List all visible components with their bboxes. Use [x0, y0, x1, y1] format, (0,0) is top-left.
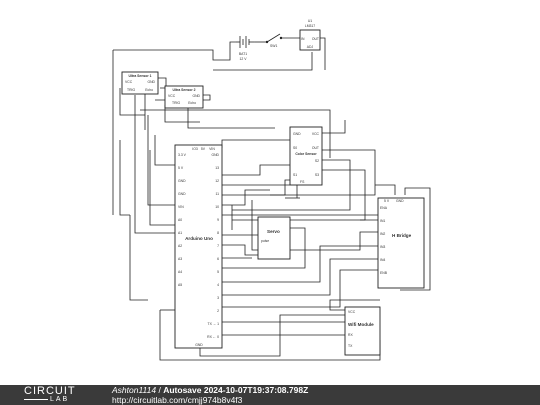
- arduino-pin-rx: RX ← 0: [207, 335, 219, 339]
- wifi-pin-vcc: VCC: [348, 310, 356, 314]
- hbridge-pin-in4: IN4: [380, 258, 385, 262]
- arduino-pin-2: 2: [217, 309, 219, 313]
- arduino-uno[interactable]: Arduino Uno IO3 5V VIN 3.3 V 5 V GND GND…: [174, 144, 223, 349]
- circuit-title-line: Ashton1114 / Autosave 2024-10-07T19:37:0…: [112, 385, 309, 396]
- circuit-info: Ashton1114 / Autosave 2024-10-07T19:37:0…: [112, 385, 309, 405]
- color-pin-s1: S1: [293, 173, 297, 177]
- ultra2-pin-trig: TRIG: [172, 101, 180, 105]
- arduino-pin-12: 12: [215, 179, 219, 183]
- color-pin-vcc: VCC: [312, 132, 320, 136]
- hbridge-title: H Bridge: [392, 233, 412, 238]
- arduino-title: Arduino Uno: [185, 236, 213, 241]
- hbridge-pin-gnd: GND: [396, 199, 404, 203]
- arduino-pin-13: 13: [215, 166, 219, 170]
- arduino-pin-11: 11: [215, 192, 219, 196]
- battery-value: 12 V: [240, 57, 248, 61]
- regulator-pin-in: IN: [301, 37, 305, 41]
- switch-sw1[interactable]: SW1: [265, 33, 283, 48]
- hbridge-pin-in2: IN2: [380, 232, 385, 236]
- arduino-pin-3v3: 3.3 V: [178, 153, 187, 157]
- ultra2-pin-vcc: VCC: [168, 94, 176, 98]
- servo-pin-pulse: pulse: [261, 239, 269, 243]
- color-pin-fs: FS: [300, 180, 305, 184]
- ultra1-title: Ultra Sensor 1: [129, 74, 152, 78]
- servo-title: Servo: [267, 229, 280, 234]
- ultra2-pin-gnd: GND: [192, 94, 200, 98]
- arduino-pin-3: 3: [217, 296, 219, 300]
- arduino-pin-gnd-bottom: GND: [195, 343, 203, 347]
- color-title: Color Sensor: [295, 152, 317, 156]
- arduino-pin-tx: TX → 1: [208, 322, 220, 326]
- color-pin-out: OUT: [312, 146, 319, 150]
- regulator-u1[interactable]: U1 LM317 IN OUT ADJ: [299, 19, 321, 51]
- ultra2-title: Ultra Sensor 2: [173, 88, 196, 92]
- ultra1-pin-trig: TRIG: [127, 88, 135, 92]
- ultra1-pin-gnd: GND: [147, 80, 155, 84]
- arduino-pin-a5: A5: [178, 283, 182, 287]
- arduino-pin-a4: A4: [178, 270, 182, 274]
- logo-text-top: CIRCUIT: [24, 385, 76, 397]
- hbridge-pin-in1: IN1: [380, 219, 385, 223]
- ultra1-pin-vcc: VCC: [125, 80, 133, 84]
- arduino-pin-4: 4: [217, 283, 219, 287]
- footer-bar: CIRCUIT LAB Ashton1114 / Autosave 2024-1…: [0, 385, 540, 405]
- regulator-ref: U1: [308, 19, 312, 23]
- battery-ref: BAT1: [239, 52, 247, 56]
- servo[interactable]: Servo pulse: [257, 216, 291, 260]
- arduino-left-pins: 3.3 V 5 V GND GND VIN A0 A1 A2 A3 A4 A5: [178, 153, 187, 287]
- color-sensor[interactable]: Color Sensor GND S0 S1 VCC OUT S2 S3 FS: [289, 126, 323, 186]
- wifi-module[interactable]: Wifi Module VCC RX TX: [344, 306, 381, 356]
- h-bridge[interactable]: H Bridge 5 V GND ENA IN1 IN2 IN3 IN4 ENB: [377, 197, 425, 289]
- arduino-pin-a1: A1: [178, 231, 182, 235]
- arduino-pin-7: 7: [217, 244, 219, 248]
- arduino-pin-a2: A2: [178, 244, 182, 248]
- circuit-url[interactable]: http://circuitlab.com/cmjj974b8v4f3: [112, 394, 243, 405]
- ultra-sensor-2[interactable]: Ultra Sensor 2 VCC GND TRIG Echo: [164, 85, 204, 109]
- logo-divider: [24, 399, 48, 400]
- arduino-pin-5: 5: [217, 270, 219, 274]
- arduino-pin-a3: A3: [178, 257, 182, 261]
- arduino-pin-gnd-r: GND: [211, 153, 219, 157]
- arduino-pin-8: 8: [217, 231, 219, 235]
- circuitlab-logo[interactable]: CIRCUIT LAB: [24, 386, 96, 404]
- regulator-pin-out: OUT: [312, 37, 319, 41]
- wifi-pin-rx: RX: [348, 333, 353, 337]
- regulator-pin-adj: ADJ: [307, 45, 314, 49]
- arduino-pin-vin: VIN: [178, 205, 184, 209]
- schematic-canvas: U1 LM317 IN OUT ADJ SW1 BAT1 12 V Ultra …: [112, 19, 431, 361]
- arduino-pin-vin-top: VIN: [209, 147, 215, 151]
- hbridge-pin-enb: ENB: [380, 271, 388, 275]
- arduino-pin-5v-top: 5V: [201, 147, 206, 151]
- arduino-pin-a0: A0: [178, 218, 182, 222]
- logo-text-bottom: LAB: [50, 396, 70, 403]
- wires: [112, 37, 431, 361]
- hbridge-pin-5v: 5 V: [384, 199, 390, 203]
- arduino-pin-5v: 5 V: [178, 166, 184, 170]
- wifi-title: Wifi Module: [348, 322, 374, 327]
- hbridge-pin-ena: ENA: [380, 206, 388, 210]
- author-link[interactable]: Ashton1114: [112, 385, 157, 395]
- color-pin-s2: S2: [315, 159, 319, 163]
- arduino-pin-gnd2: GND: [178, 192, 186, 196]
- color-pin-s0: S0: [293, 146, 297, 150]
- arduino-pin-gnd1: GND: [178, 179, 186, 183]
- regulator-name: LM317: [305, 24, 315, 28]
- title-separator: /: [156, 385, 164, 395]
- ultra1-pin-echo: Echo: [145, 88, 153, 92]
- battery-bat1[interactable]: BAT1 12 V: [236, 36, 255, 61]
- ultra-sensor-1[interactable]: Ultra Sensor 1 VCC GND TRIG Echo: [121, 71, 159, 95]
- color-pin-gnd: GND: [293, 132, 301, 136]
- arduino-pin-6: 6: [217, 257, 219, 261]
- arduino-pin-9: 9: [217, 218, 219, 222]
- color-pin-s3: S3: [315, 173, 319, 177]
- switch-ref: SW1: [270, 44, 277, 48]
- hbridge-pin-in3: IN3: [380, 245, 385, 249]
- wifi-pin-tx: TX: [348, 344, 353, 348]
- ultra2-pin-echo: Echo: [188, 101, 196, 105]
- arduino-pin-io3: IO3: [192, 147, 198, 151]
- circuit-title: Autosave 2024-10-07T19:37:08.798Z: [163, 385, 309, 395]
- arduino-right-pins: GND 13 12 11 10 9 8 7 6 5 4 3 2 TX → 1 R…: [207, 153, 219, 339]
- arduino-pin-10: 10: [215, 205, 219, 209]
